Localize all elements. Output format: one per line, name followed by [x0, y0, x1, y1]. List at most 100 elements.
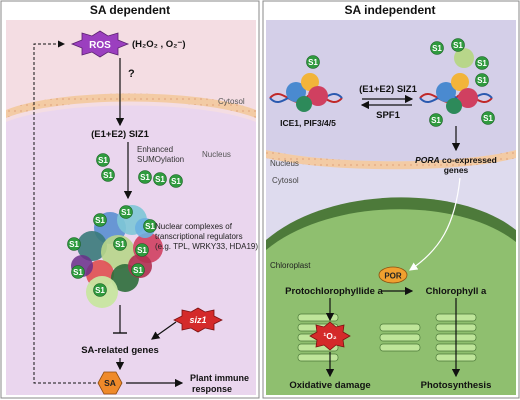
right-nucleus-label: Nucleus	[270, 159, 299, 168]
s1-label: S1	[477, 76, 487, 85]
pora-rest: co-expressed	[440, 155, 497, 165]
s1-label: S1	[69, 240, 79, 249]
immune-line1: Plant immune	[190, 373, 249, 383]
protein-subunit	[454, 48, 474, 68]
protein-subunit	[308, 86, 328, 106]
singlet-oxygen-star-icon	[309, 321, 351, 351]
s1-label: S1	[73, 268, 83, 277]
right-siz1-label: (E1+E2) SIZ1	[359, 84, 418, 95]
sumoylation-label: SUMOylation	[137, 155, 184, 164]
s1-label: S1	[483, 114, 493, 123]
s1-label: S1	[453, 41, 463, 50]
dna-complex-right	[419, 48, 493, 114]
s1-icon	[475, 56, 489, 70]
left-cytosol-label: Cytosol	[218, 97, 245, 106]
s1-icon	[93, 283, 107, 297]
s1-label: S1	[431, 116, 441, 125]
s1-label: S1	[137, 246, 147, 255]
pora-line1: PORA co-expressed	[415, 155, 497, 165]
enhanced-label: Enhanced	[137, 145, 173, 154]
chloroplast-label: Chloroplast	[270, 261, 311, 270]
left-panel: SA dependent ROS (H₂O₂ , O₂⁻) ? Cytosol …	[0, 0, 260, 399]
complex-line3: (e.g. TPL, WRKY33, HDA19)	[155, 242, 258, 251]
s1-icon	[475, 73, 489, 87]
s1-icon	[143, 219, 157, 233]
right-membrane-texture	[266, 150, 516, 170]
photosynthesis-label: Photosynthesis	[421, 380, 492, 391]
ros-star-icon	[70, 30, 130, 58]
sa-related-genes: SA-related genes	[81, 345, 159, 356]
pora-line2: genes	[444, 165, 469, 175]
complex-subunit	[77, 231, 107, 261]
dna-complex-left	[269, 73, 343, 112]
sa-to-ros-feedback-arrow	[33, 40, 96, 384]
s1-label: S1	[477, 59, 487, 68]
right-panel: SA independent S1 ICE1, PIF3/4/5 (E1+E2)…	[262, 0, 520, 399]
s1-icon	[119, 205, 133, 219]
sa-label: SA	[104, 378, 116, 388]
protein-subunit	[451, 73, 469, 91]
siz1-mutant-label: siz1	[189, 315, 206, 325]
s1-icon	[138, 170, 152, 184]
siz1-mutant-star-icon	[173, 307, 223, 333]
dna-strand	[419, 92, 493, 104]
s1-label: S1	[155, 175, 165, 184]
chlorophyll-label: Chlorophyll a	[426, 286, 487, 297]
protochlorophyllide-label: Protochlorophyllide a	[285, 286, 383, 297]
oxidative-damage-label: Oxidative damage	[289, 380, 370, 391]
s1-label: S1	[98, 156, 108, 165]
s1-label: S1	[95, 286, 105, 295]
right-nucleus-area	[266, 20, 516, 162]
immune-line2: response	[192, 384, 232, 394]
pora-to-por-arrow	[409, 177, 461, 271]
ice1-label: ICE1, PIF3/4/5	[280, 118, 336, 128]
protein-subunit	[458, 88, 478, 108]
s1-label: S1	[432, 44, 442, 53]
s1-icon	[113, 237, 127, 251]
s1-label: S1	[171, 177, 181, 186]
s1-label: S1	[145, 222, 155, 231]
thylakoid-stacks	[297, 313, 477, 362]
s1-label: S1	[121, 208, 131, 217]
ros-label: ROS	[89, 40, 111, 51]
por-enzyme-icon	[378, 266, 408, 284]
left-membrane-texture	[6, 93, 256, 118]
right-cytosol-label: Cytosol	[272, 176, 299, 185]
s1-icon	[153, 172, 167, 186]
thylakoid	[379, 333, 421, 342]
singlet-oxygen-label: ¹O₂	[323, 331, 336, 341]
por-label: POR	[384, 272, 402, 281]
s1-icon	[101, 168, 115, 182]
protein-subunit	[446, 98, 462, 114]
spf1-label: SPF1	[376, 110, 400, 121]
s1-icon	[481, 111, 495, 125]
siz1-mutant-arrow	[151, 321, 177, 340]
s1-icon	[131, 263, 145, 277]
complex-line2: transcriptional regulators	[155, 232, 243, 241]
s1-label: S1	[133, 266, 143, 275]
s1-icon	[71, 265, 85, 279]
right-s1-group: S1 S1 S1 S1 S1 S1	[429, 38, 495, 127]
s1-icon	[451, 38, 465, 52]
free-s1-cluster: S1 S1 S1 S1 S1	[96, 153, 183, 188]
complex-s1-group: S1 S1 S1 S1 S1 S1 S1 S1 S1	[67, 205, 157, 297]
thylakoid	[297, 353, 339, 362]
s1-icon	[169, 174, 183, 188]
s1-label: S1	[140, 173, 150, 182]
right-title: SA independent	[345, 3, 436, 17]
protein-subunit	[436, 82, 456, 102]
thylakoid	[297, 313, 339, 322]
s1-label: S1	[95, 216, 105, 225]
s1-label: S1	[115, 240, 125, 249]
left-title: SA dependent	[90, 3, 170, 17]
complex-line1: Nuclear complexes of	[155, 222, 233, 231]
ros-species: (H₂O₂ , O₂⁻)	[132, 39, 186, 50]
pora-italic: PORA	[415, 155, 440, 165]
protein-subunit	[301, 73, 319, 91]
thylakoid	[379, 343, 421, 352]
left-nucleus-label: Nucleus	[202, 150, 231, 159]
s1-icon	[135, 243, 149, 257]
s1-icon	[306, 55, 320, 69]
thylakoid	[379, 323, 421, 332]
